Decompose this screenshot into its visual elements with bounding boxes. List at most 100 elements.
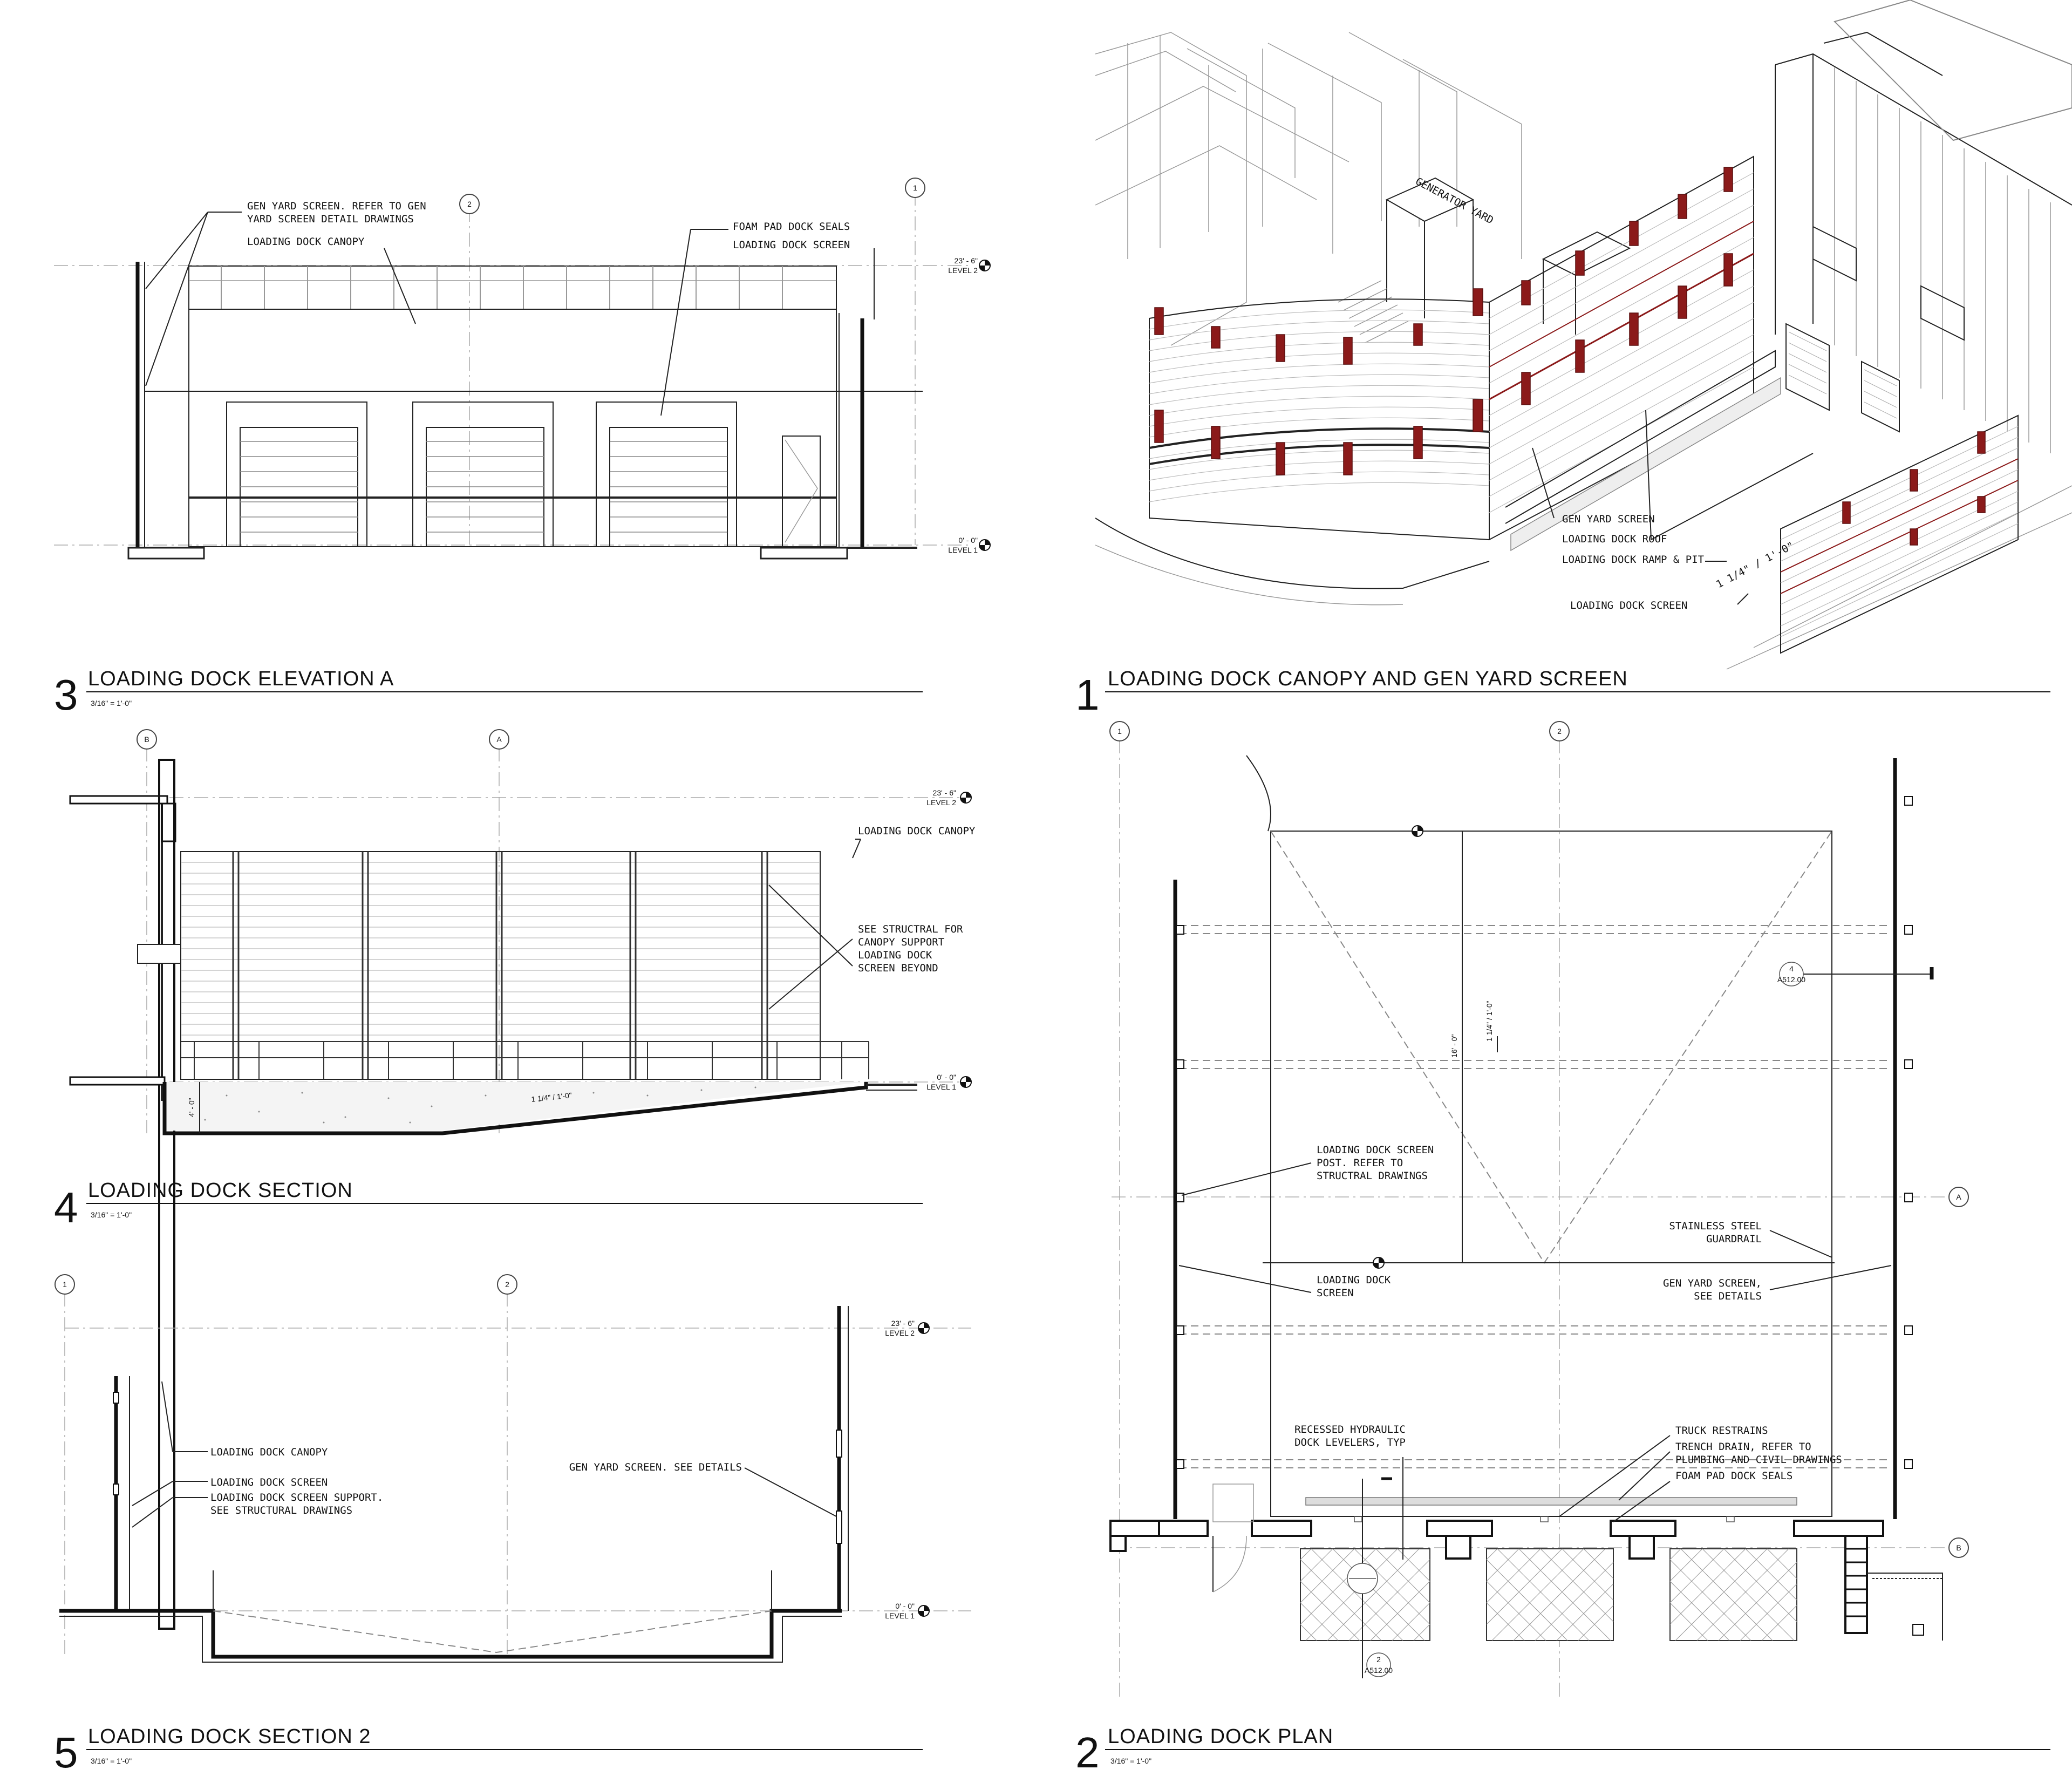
svg-text:LOADING DOCK CANOPY AND GEN YA: LOADING DOCK CANOPY AND GEN YARD SCREEN [1108,668,1628,690]
label-loading-dock-roof: LOADING DOCK ROOF [1562,533,1667,545]
note-support-s5: LOADING DOCK SCREEN SUPPORT. [210,1492,383,1503]
note-truck-restrains: TRUCK RESTRAINS [1675,1425,1768,1437]
loading-dock-screen-small [1780,414,2019,654]
note-structural-s5: SEE STRUCTURAL DRAWINGS [210,1505,352,1516]
svg-text:3/16" = 1'-0": 3/16" = 1'-0" [91,1757,132,1765]
section-ref-top: 4 A512.00 [1777,962,1934,986]
note-see-structral: SEE STRUCTRAL FOR [858,923,963,935]
label-loading-dock-ramp-pit: LOADING DOCK RAMP & PIT [1562,554,1704,566]
note-loading-dock-canopy-2: LOADING DOCK CANOPY [858,825,976,837]
dock-door-1 [226,402,367,547]
svg-text:0' - 0": 0' - 0" [958,536,978,545]
view-4-section: B A [54,729,976,1630]
view-2-plan: 1 2 A B [1075,721,2050,1776]
grid-bubble-b-plan: B [1948,1537,1969,1558]
grid-bubble-a-plan: A [1948,1187,1969,1207]
svg-text:A512.00: A512.00 [1365,1666,1393,1675]
grid-bubble-b: B [137,729,157,750]
svg-text:5: 5 [54,1729,78,1776]
note-post-2: POST. REFER TO [1317,1157,1403,1169]
note-screen-beyond: SCREEN BEYOND [858,962,938,974]
level-2-marker: 23' - 6" LEVEL 2 [948,256,991,275]
dock-front [1109,1520,1884,1634]
svg-text:23' - 6": 23' - 6" [891,1319,915,1328]
note-screen-plan-1: LOADING DOCK [1317,1274,1391,1286]
note-canopy-s5: LOADING DOCK CANOPY [210,1446,328,1458]
grid-bubble-a: A [489,729,509,750]
svg-text:2: 2 [1075,1729,1100,1776]
note-loading-dock-screen: LOADING DOCK SCREEN [733,239,850,251]
view-title-1: 1 LOADING DOCK CANOPY AND GEN YARD SCREE… [1075,668,2050,719]
svg-text:A512.00: A512.00 [1777,975,1805,984]
svg-text:4: 4 [1789,964,1794,973]
section-ref-bottom: 2 A512.00 [1347,1479,1393,1678]
svg-text:B: B [1956,1543,1961,1552]
plan-dimension: 16' - 0" [1450,1035,1458,1058]
svg-text:LEVEL 2: LEVEL 2 [926,798,956,807]
svg-text:LOADING DOCK SECTION 2: LOADING DOCK SECTION 2 [88,1725,371,1748]
note-guardrail-1: STAINLESS STEEL [1669,1220,1762,1232]
svg-text:0' - 0": 0' - 0" [895,1602,915,1610]
note-genyard-plan-1: GEN YARD SCREEN, [1663,1277,1762,1289]
note-trench-1: TRENCH DRAIN, REFER TO [1675,1441,1811,1453]
level-2-marker-s4: 23' - 6" LEVEL 2 [926,788,972,807]
view-3-elevation-a: 2 1 [54,178,991,719]
dock-leveler-1 [1300,1548,1430,1641]
svg-text:LEVEL 2: LEVEL 2 [885,1329,915,1337]
level-1-marker: 0' - 0" LEVEL 1 [948,536,991,554]
svg-text:2: 2 [505,1280,509,1289]
svg-text:1: 1 [1117,727,1122,736]
note-guardrail-2: GUARDRAIL [1706,1233,1762,1245]
svg-text:LEVEL 2: LEVEL 2 [948,266,978,275]
svg-text:A: A [496,735,502,744]
note-trench-2: PLUMBING AND CIVIL DRAWINGS [1675,1454,1842,1466]
svg-text:2: 2 [1557,727,1562,736]
dock-leveler-3 [1669,1548,1797,1641]
view-title-5: 5 LOADING DOCK SECTION 2 3/16" = 1'-0" [54,1725,923,1776]
svg-text:LOADING DOCK ELEVATION A: LOADING DOCK ELEVATION A [88,668,394,690]
svg-text:23' - 6": 23' - 6" [955,256,978,265]
level-2-marker-s5: 23' - 6" LEVEL 2 [885,1319,930,1337]
grid-bubble-2-plan: 2 [1549,721,1570,741]
note-screen-s5: LOADING DOCK SCREEN [210,1476,328,1488]
view-title-3: 3 LOADING DOCK ELEVATION A 3/16" = 1'-0" [54,668,923,719]
svg-text:3: 3 [54,671,78,719]
view-1-axonometric: GENERATOR YARD [1075,0,2072,719]
screen-posts [1154,167,1733,475]
svg-text:1: 1 [1075,671,1100,719]
slope-label: 1 1/4" / 1'-0" [531,1091,572,1104]
level-1-marker-s4: 0' - 0" LEVEL 1 [926,1073,972,1091]
svg-text:LEVEL 1: LEVEL 1 [885,1611,915,1620]
note-canopy-support: CANOPY SUPPORT [858,936,944,948]
svg-text:LOADING DOCK SECTION: LOADING DOCK SECTION [88,1179,353,1202]
note-genyard-plan-2: SEE DETAILS [1694,1290,1762,1302]
svg-text:B: B [144,735,149,744]
note-foam-plan: FOAM PAD DOCK SEALS [1675,1470,1792,1482]
note-post-1: LOADING DOCK SCREEN [1317,1144,1434,1156]
svg-text:2: 2 [1376,1655,1381,1664]
dock-leveler-2 [1486,1548,1614,1641]
note-genyard-s5: GEN YARD SCREEN. SEE DETAILS [569,1461,742,1473]
grid-bubble-2: 2 [459,194,480,214]
note-screen-plan-2: SCREEN [1317,1287,1354,1299]
grid-bubble-1-s5: 1 [54,1274,75,1295]
loading-dock-screen-straight [1489,155,1781,552]
level-1-marker-s5: 0' - 0" LEVEL 1 [885,1602,930,1620]
grid-bubble-1: 1 [905,178,925,198]
dock-door-3 [596,402,737,547]
svg-text:LEVEL 1: LEVEL 1 [926,1083,956,1091]
svg-text:3/16" = 1'-0": 3/16" = 1'-0" [1110,1757,1151,1765]
dock-door-2 [412,402,554,547]
guardrail [181,1041,869,1079]
svg-text:23' - 6": 23' - 6" [933,788,956,797]
note-gen-yard-screen-2: YARD SCREEN DETAIL DRAWINGS [247,213,414,225]
label-slope: 1 1/4" / 1'-0" [1714,540,1796,591]
svg-text:LOADING DOCK PLAN: LOADING DOCK PLAN [1108,1725,1333,1748]
svg-text:1: 1 [913,183,917,192]
view-5-section-2: 1 2 LOADING DOCK CANOPY [54,1274,971,1776]
note-leveler-2: DOCK LEVELERS, TYP [1294,1437,1406,1448]
svg-text:0' - 0": 0' - 0" [937,1073,956,1081]
svg-text:3/16" = 1'-0": 3/16" = 1'-0" [91,699,132,707]
svg-text:4: 4 [54,1183,78,1231]
